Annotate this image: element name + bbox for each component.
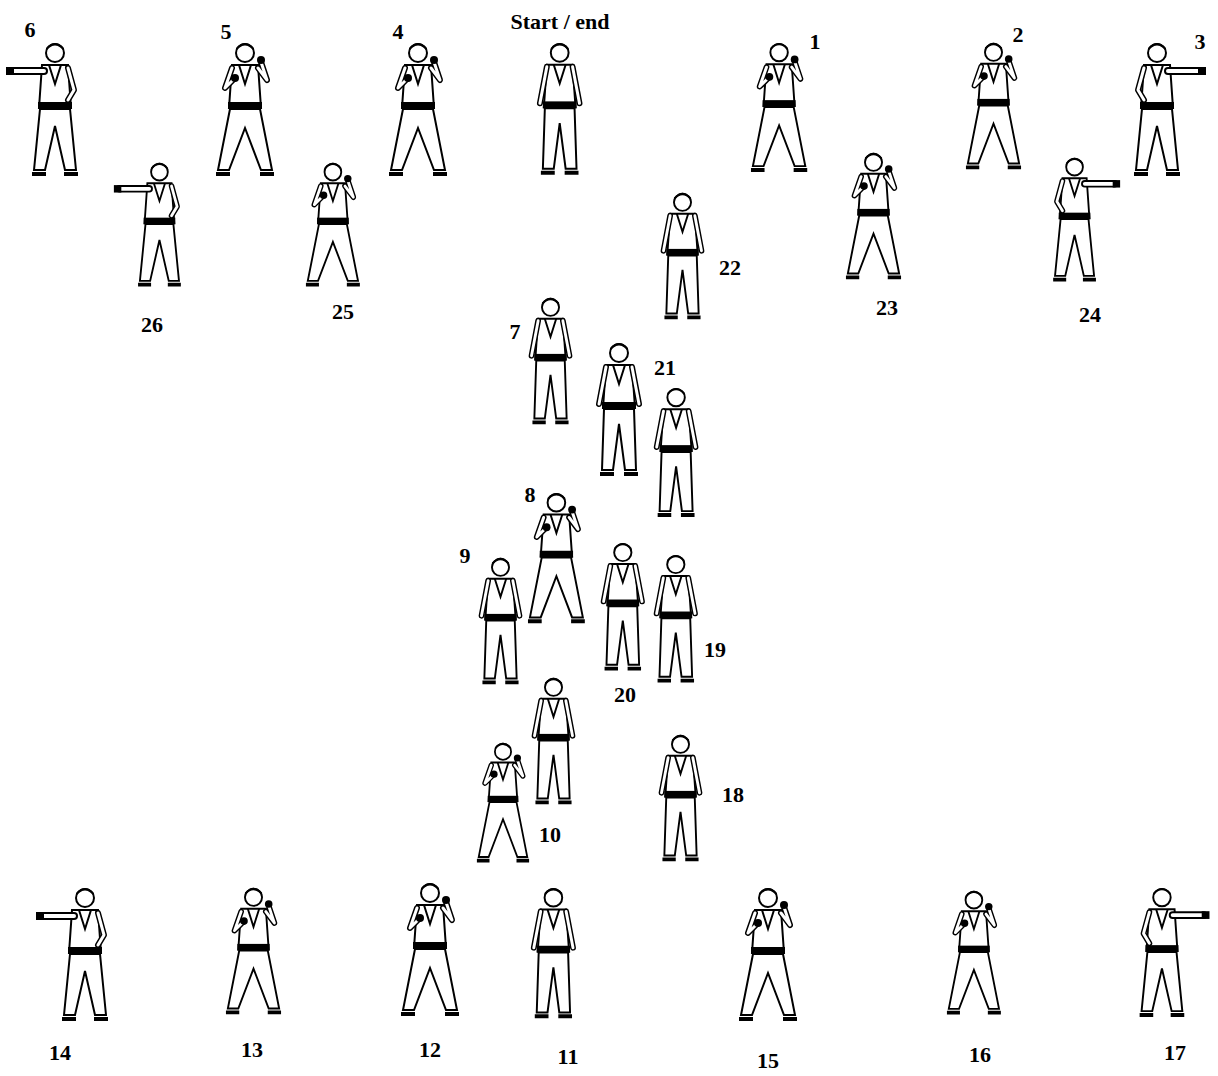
figure-8	[528, 493, 585, 621]
figure-12	[401, 883, 459, 1014]
figure-6	[6, 43, 78, 174]
figure-9	[482, 558, 520, 682]
figure-24	[1053, 158, 1120, 280]
figure-17	[1140, 888, 1210, 1015]
start-end-label: Start / end	[511, 10, 610, 34]
figure-23	[846, 153, 901, 277]
figure-18	[662, 735, 700, 859]
callout-number: 25	[332, 300, 354, 324]
figure-10	[477, 743, 529, 861]
callout-number: 10	[539, 823, 561, 847]
callout-number: 18	[722, 783, 744, 807]
figure-4	[389, 43, 447, 174]
figure-25	[306, 163, 360, 285]
callout-number: 2	[1013, 23, 1024, 47]
figure-14	[36, 888, 108, 1019]
callout-number: 4	[393, 20, 404, 44]
figure-5	[216, 43, 274, 174]
callout-number: 16	[969, 1043, 991, 1067]
callout-number: 12	[419, 1038, 441, 1062]
callout-number: 26	[141, 313, 163, 337]
figure-7	[532, 298, 570, 422]
figure-3	[1134, 43, 1206, 174]
callout-number: 21	[654, 356, 676, 380]
callout-number: 1	[810, 30, 821, 54]
callout-number: 23	[876, 296, 898, 320]
callout-number: 5	[221, 20, 232, 44]
figure-10b	[535, 678, 573, 802]
figure-21	[599, 343, 639, 474]
callout-number: 7	[510, 320, 521, 344]
callout-number: 15	[757, 1049, 779, 1073]
figure-15	[739, 888, 797, 1019]
figure-2	[966, 43, 1021, 167]
callout-number: 19	[704, 638, 726, 662]
figure-26	[114, 163, 181, 285]
callout-number: 20	[614, 683, 636, 707]
callout-number: 3	[1195, 30, 1206, 54]
callout-number: 22	[719, 256, 741, 280]
callout-number: 17	[1164, 1041, 1186, 1065]
figure-16	[947, 891, 1001, 1013]
callout-number: 8	[525, 483, 536, 507]
figure-20	[604, 543, 642, 669]
figure-start	[540, 43, 580, 173]
callout-number: 11	[558, 1045, 579, 1069]
callout-number: 6	[25, 18, 36, 42]
figure-19	[657, 555, 695, 681]
callout-number: 14	[49, 1041, 71, 1065]
figure-21b	[657, 388, 696, 515]
figure-13	[226, 888, 281, 1012]
callout-number: 24	[1079, 303, 1101, 327]
figure-22	[664, 193, 702, 317]
figure-11	[534, 888, 573, 1016]
figure-1	[751, 43, 807, 170]
callout-number: 9	[460, 544, 471, 568]
callout-number: 13	[241, 1038, 263, 1062]
